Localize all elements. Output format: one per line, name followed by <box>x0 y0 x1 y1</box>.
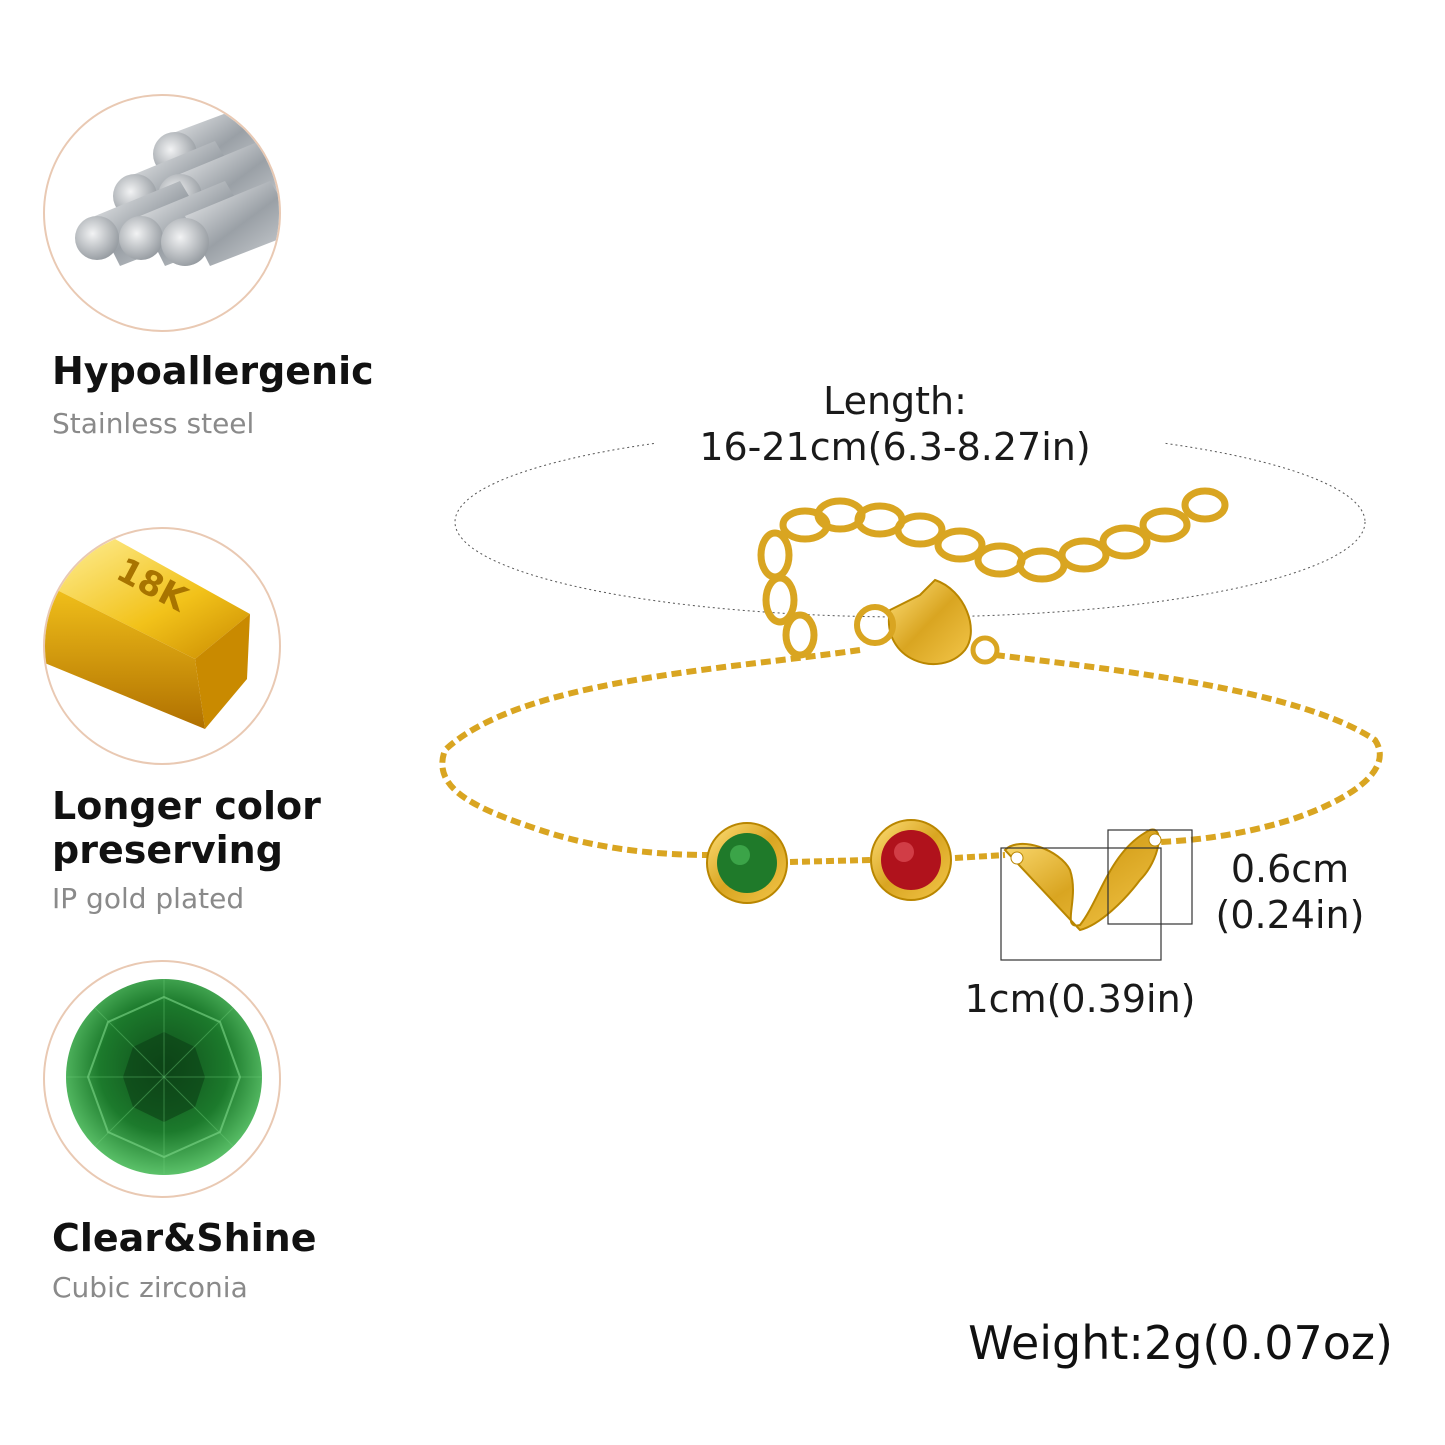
feature-subtitle-zirconia: Cubic zirconia <box>52 1271 248 1304</box>
length-value: 16-21cm(6.3-8.27in) <box>699 425 1091 469</box>
butterfly-charm <box>1003 828 1162 932</box>
feature-title-color: Longer color preserving <box>52 784 321 872</box>
gemstone-badge <box>43 960 281 1198</box>
charm-height-in: (0.24in) <box>1215 893 1365 937</box>
feature-subtitle-plated: IP gold plated <box>52 882 245 915</box>
length-heading: Length: 16-21cm(6.3-8.27in) <box>660 378 1130 470</box>
weight-label: Weight:2g(0.07oz) <box>968 1316 1393 1370</box>
charm-height: 0.6cm (0.24in) <box>1200 846 1380 938</box>
steel-rods-icon <box>75 106 279 266</box>
lobster-clasp <box>887 578 972 666</box>
gemstone-icon <box>66 979 262 1175</box>
feature-title-shine: Clear&Shine <box>52 1216 317 1260</box>
feature-subtitle-stainless: Stainless steel <box>52 407 255 440</box>
chain-right <box>994 652 1383 845</box>
bracelet-illustration <box>439 430 1383 961</box>
width-dimension-box <box>1000 847 1162 961</box>
chain-left <box>439 647 861 858</box>
length-guide-ellipse <box>454 430 1366 618</box>
gold-bar-icon <box>45 539 250 729</box>
height-dimension-box <box>1107 829 1193 925</box>
feature-title-hypoallergenic: Hypoallergenic <box>52 349 374 393</box>
charm-width: 1cm(0.39in) <box>964 977 1196 1021</box>
charm-height-cm: 0.6cm <box>1230 847 1350 891</box>
steel-rods-badge <box>43 94 281 332</box>
length-label: Length: <box>823 379 967 423</box>
extender-chain <box>757 487 1229 659</box>
gold-bar-badge: 18K <box>43 527 281 765</box>
